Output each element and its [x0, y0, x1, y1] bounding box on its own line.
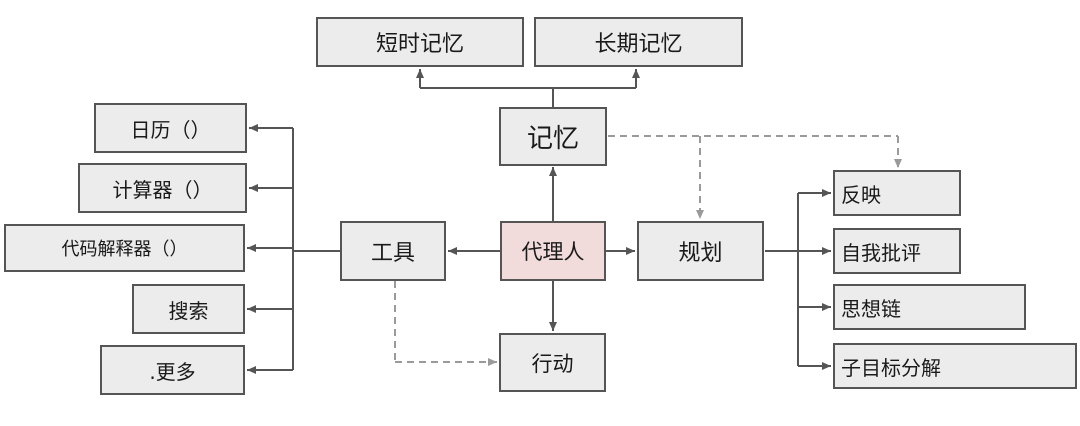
- agent-node: 代理人: [500, 221, 606, 281]
- tools-branch-lines: [247, 124, 342, 374]
- planning-branch-lines: [765, 189, 831, 370]
- planning-item-chain-of-thought: 思想链: [833, 284, 1026, 330]
- action-node: 行动: [499, 333, 606, 392]
- tool-item-search: 搜索: [132, 284, 245, 334]
- tools-node: 工具: [340, 221, 446, 281]
- memory-dashed-lines: [608, 135, 902, 219]
- tool-item-calculator: 计算器（）: [78, 163, 247, 213]
- tool-item-more: .更多: [100, 345, 245, 395]
- planning-item-subgoal-decomposition: 子目标分解: [833, 343, 1077, 389]
- tool-item-calendar: 日历（）: [94, 103, 247, 153]
- memory-node: 记忆: [499, 107, 607, 166]
- tools-to-action-dashed-line: [394, 281, 497, 366]
- short-term-memory-node: 短时记忆: [316, 17, 524, 67]
- planning-item-reflection: 反映: [833, 170, 961, 216]
- planning-item-self-critique: 自我批评: [833, 228, 961, 274]
- memory-branch-lines: [416, 69, 640, 107]
- planning-node: 规划: [637, 221, 764, 281]
- tool-item-code-interpreter: 代码解释器（）: [4, 224, 245, 272]
- long-term-memory-node: 长期记忆: [534, 17, 743, 67]
